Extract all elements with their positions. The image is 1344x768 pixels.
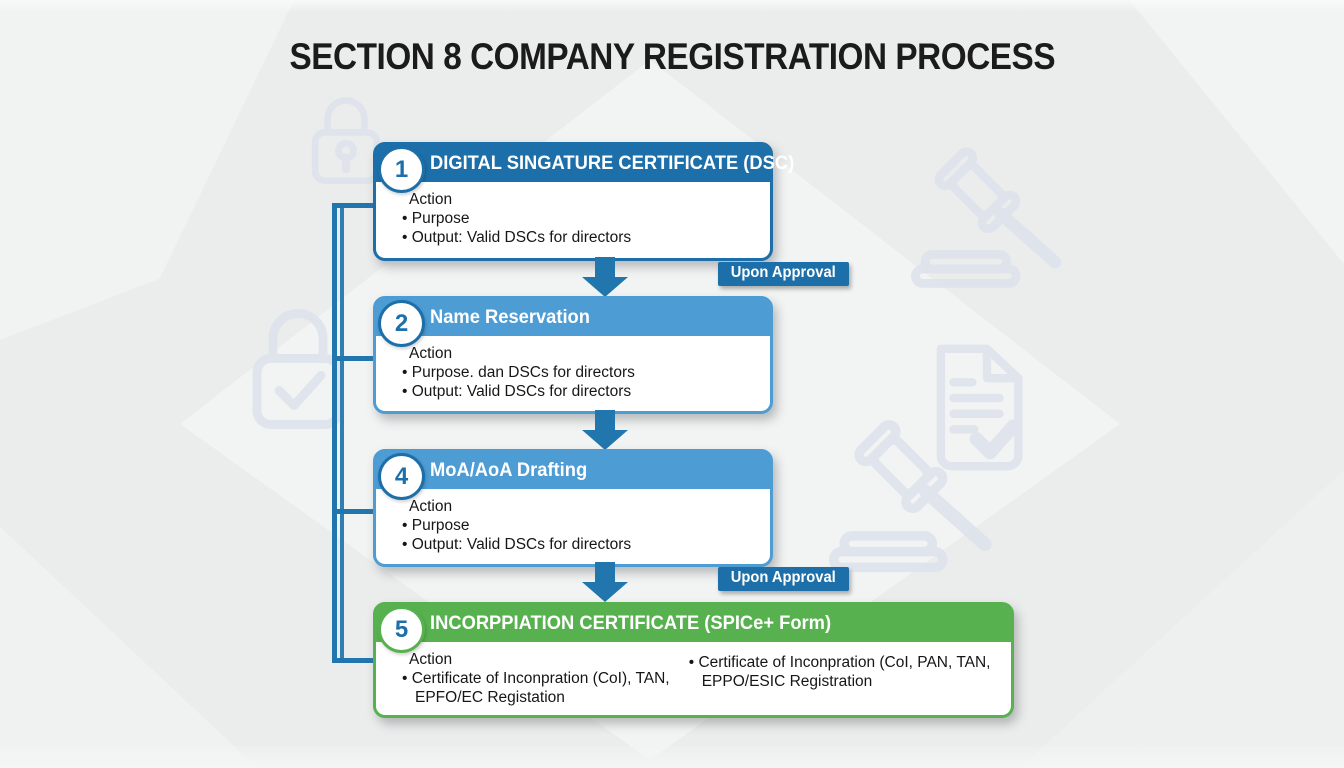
upon-approval-badge: Upon Approval	[718, 262, 849, 286]
connector-stub	[332, 509, 376, 514]
step-body-left-column: Action Certificate of Inconpration (CoI)…	[396, 650, 675, 707]
step-header: Name Reservation	[376, 299, 770, 336]
step-title: INCORPPIATION CERTIFICATE (SPICe+ Form)	[430, 612, 832, 634]
step-body: Action Purpose. dan DSCs for directors O…	[376, 336, 770, 411]
connector-stub	[332, 203, 376, 208]
action-label: Action	[409, 191, 453, 208]
gavel-icon	[911, 147, 1062, 288]
action-label: Action	[409, 345, 453, 362]
bullet-item: Output: Valid DSCs for directors	[396, 382, 756, 401]
step-body: Action Purpose Output: Valid DSCs for di…	[376, 182, 770, 257]
bullet-item: Certificate of Inconpration (CoI), TAN, …	[396, 669, 675, 707]
background-facet	[0, 746, 1344, 768]
connector-stub	[332, 658, 376, 663]
connector-stub	[332, 356, 376, 361]
step-title: MoA/AoA Drafting	[430, 459, 588, 481]
step-header: DIGITAL SINGATURE CERTIFICATE (DSC)	[376, 145, 794, 182]
step-header: INCORPPIATION CERTIFICATE (SPICe+ Form)	[376, 605, 1011, 642]
step-title: Name Reservation	[430, 306, 590, 328]
connector-bracket-line	[332, 203, 337, 663]
down-arrow-icon	[582, 410, 628, 450]
step-number-badge: 4	[378, 453, 425, 500]
step-body: Action Purpose Output: Valid DSCs for di…	[376, 489, 770, 564]
step-number-badge: 2	[378, 300, 425, 347]
bullet-item: Purpose	[396, 516, 756, 535]
action-label: Action	[409, 498, 453, 515]
document-check-icon	[936, 344, 1023, 471]
step-card-2: 2 Name Reservation Action Purpose. dan D…	[373, 296, 773, 414]
step-title: DIGITAL SINGATURE CERTIFICATE (DSC)	[430, 152, 795, 174]
down-arrow-icon	[582, 562, 628, 602]
bullet-item: Certificate of Inconpration (CoI, PAN, T…	[683, 653, 997, 691]
step-body: Action Certificate of Inconpration (CoI)…	[376, 642, 1011, 717]
bullet-item: Output: Valid DSCs for directors	[396, 535, 756, 554]
step-number-badge: 1	[378, 146, 425, 193]
action-label: Action	[409, 651, 453, 668]
background-facet	[0, 526, 258, 768]
step-header: MoA/AoA Drafting	[376, 452, 770, 489]
down-arrow-icon	[582, 257, 628, 297]
gavel-icon	[828, 420, 992, 573]
background-facet	[1020, 470, 1344, 768]
connector-bracket-line	[340, 203, 344, 663]
upon-approval-badge: Upon Approval	[718, 567, 849, 591]
bullet-item: Purpose	[396, 209, 756, 228]
step-card-4: 4 MoA/AoA Drafting Action Purpose Output…	[373, 449, 773, 567]
bullet-item: Output: Valid DSCs for directors	[396, 228, 756, 247]
background-facet	[0, 0, 1344, 12]
page-title: SECTION 8 COMPANY REGISTRATION PROCESS	[289, 36, 1055, 77]
bullet-item: Purpose. dan DSCs for directors	[396, 363, 756, 382]
step-card-1: 1 DIGITAL SINGATURE CERTIFICATE (DSC) Ac…	[373, 142, 794, 261]
step-card-5: 5 INCORPPIATION CERTIFICATE (SPICe+ Form…	[373, 602, 1014, 718]
step-body-right-column: Certificate of Inconpration (CoI, PAN, T…	[675, 650, 997, 707]
step-number-badge: 5	[378, 606, 425, 653]
